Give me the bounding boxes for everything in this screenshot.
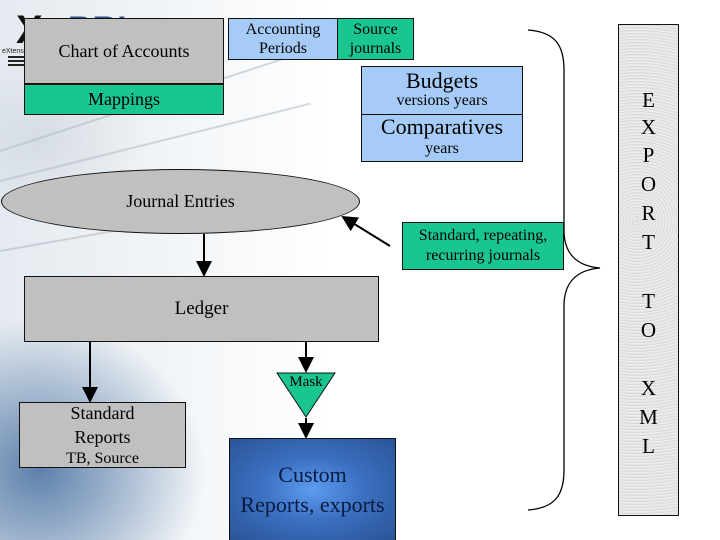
comparatives-title: Comparatives (380, 114, 504, 139)
standard-reports-box[interactable]: Standard Reports TB, Source (19, 402, 186, 468)
ledger-box[interactable]: Ledger (24, 276, 379, 342)
mappings-label: Mappings (88, 89, 160, 109)
export-letter: O (640, 172, 657, 196)
recurring-journals-line1: Standard, repeating, (418, 227, 548, 244)
budgets-title: Budgets (405, 67, 479, 93)
accounting-periods-line2: Periods (259, 40, 307, 57)
export-letter: X (640, 376, 657, 400)
export-letter: P (642, 143, 655, 167)
logo-tagline: eXtensible (2, 48, 35, 55)
source-journals-box[interactable]: Source journals (337, 18, 414, 60)
journal-entries-ellipse[interactable]: Journal Entries (1, 169, 360, 234)
recurring-journals-box[interactable]: Standard, repeating, recurring journals (402, 222, 564, 270)
export-letter: E (642, 88, 655, 112)
accounting-periods-box[interactable]: Accounting Periods (228, 18, 338, 60)
accounting-periods-line1: Accounting (245, 21, 321, 38)
mask-triangle[interactable] (276, 372, 336, 418)
export-letter: R (641, 201, 656, 225)
custom-reports-box[interactable]: Custom Reports, exports (229, 438, 396, 540)
standard-reports-line3: TB, Source (66, 450, 139, 467)
custom-reports-line2: Reports, exports (240, 491, 385, 517)
budgets-subtitle: versions years (396, 91, 488, 109)
chart-of-accounts-label: Chart of Accounts (58, 40, 190, 61)
ledger-label: Ledger (174, 298, 229, 319)
comparatives-box[interactable]: Comparatives years (361, 114, 523, 162)
export-to-xml-panel[interactable]: E X P O R T T O X M L (618, 24, 679, 516)
custom-reports-line1: Custom (278, 461, 347, 487)
curly-brace (527, 29, 601, 511)
comparatives-subtitle: years (425, 140, 459, 157)
source-journals-line1: Source (353, 21, 398, 38)
export-letter: L (642, 434, 655, 458)
export-letter: T (642, 289, 655, 313)
recurring-journals-line2: recurring journals (425, 247, 541, 264)
standard-reports-line2: Reports (74, 427, 131, 447)
mask-label: Mask (289, 374, 323, 390)
arrow-recurring-to-journal (341, 215, 391, 247)
source-journals-line2: journals (349, 40, 402, 57)
budgets-box[interactable]: Budgets versions years (361, 66, 523, 115)
standard-reports-line1: Standard (70, 403, 135, 423)
export-letter: T (642, 230, 655, 254)
export-letter: X (640, 115, 657, 139)
chart-of-accounts-box[interactable]: Chart of Accounts (24, 18, 224, 84)
export-letter: M (639, 405, 658, 429)
journal-entries-label: Journal Entries (126, 191, 235, 211)
export-letter: O (640, 318, 657, 342)
mappings-box[interactable]: Mappings (24, 84, 224, 115)
